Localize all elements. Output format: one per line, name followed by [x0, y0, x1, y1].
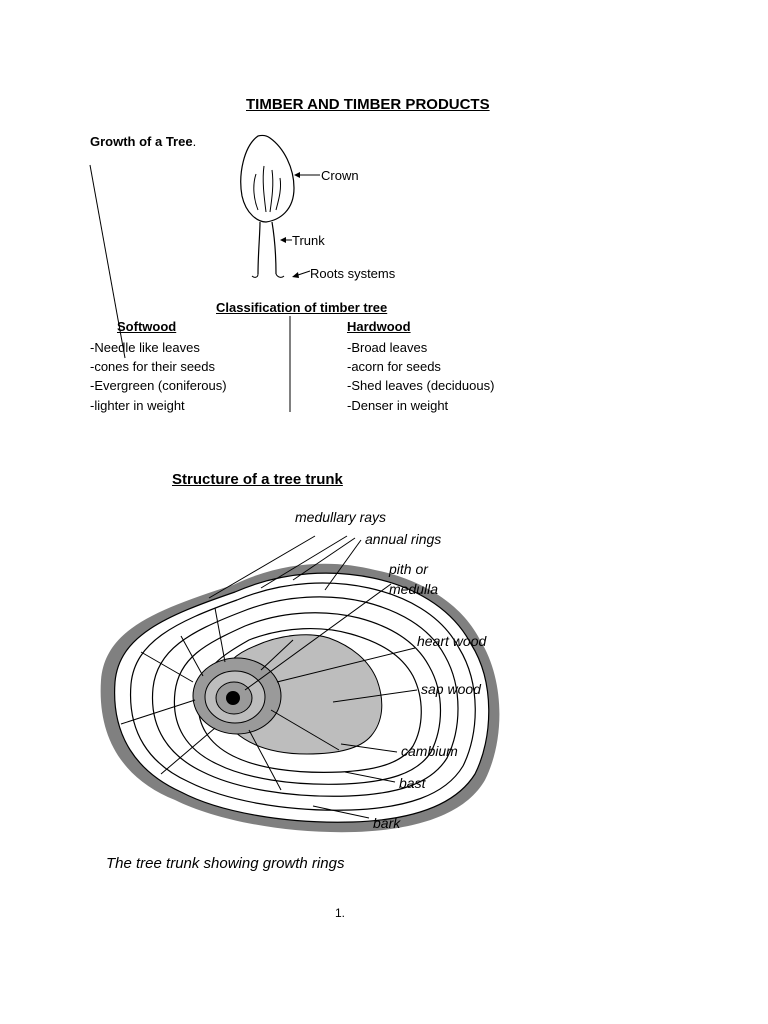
pith-label-line2: medulla	[389, 581, 438, 597]
leader-lines	[208, 535, 418, 819]
cambium-label: cambium	[401, 743, 458, 759]
hardwood-heading: Hardwood	[347, 319, 411, 334]
page-title: TIMBER AND TIMBER PRODUCTS	[246, 96, 490, 113]
bark-label: bark	[373, 815, 401, 831]
crown-label: Crown	[321, 168, 359, 183]
annual-rings-label: annual rings	[365, 531, 441, 547]
pith	[226, 691, 240, 705]
medullary-rays-label: medullary rays	[295, 509, 386, 525]
bast-label: bast	[399, 775, 427, 791]
annual-ring	[151, 596, 459, 797]
diagram-caption: The tree trunk showing growth rings	[106, 855, 345, 872]
structure-heading: Structure of a tree trunk	[172, 471, 343, 488]
hardwood-list: -Broad leaves -acorn for seeds -Shed lea…	[347, 338, 494, 415]
softwood-list: -Needle like leaves -cones for their see…	[90, 338, 227, 415]
classification-heading: Classification of timber tree	[216, 300, 388, 315]
softwood-item: -Evergreen (coniferous)	[90, 378, 227, 394]
roots-label: Roots systems	[310, 266, 396, 281]
growth-heading-text: Growth of a Tree	[90, 134, 193, 149]
hardwood-item: -acorn for seeds	[347, 359, 441, 375]
hardwood-item: -Shed leaves (deciduous)	[347, 378, 495, 394]
growth-heading-suffix: .	[192, 134, 197, 149]
softwood-item: -cones for their seeds	[90, 359, 216, 375]
growth-heading: Growth of a Tree.	[90, 134, 196, 149]
medullary-rays	[120, 607, 340, 791]
hardwood-item: -Broad leaves	[347, 340, 428, 355]
trunk-diagram: medullary rays annual rings pith or medu…	[100, 509, 500, 833]
pith-label-line1: pith or	[388, 561, 429, 577]
sap-wood-label: sap wood	[421, 681, 482, 697]
tree-sketch	[240, 134, 295, 278]
softwood-item: -Needle like leaves	[90, 340, 200, 355]
softwood-item: -lighter in weight	[90, 397, 185, 413]
softwood-heading: Softwood	[117, 319, 177, 334]
stray-line	[89, 164, 126, 359]
column-divider	[289, 316, 291, 412]
annual-ring	[173, 612, 442, 785]
page-number: 1.	[335, 906, 346, 920]
heart-wood-label: heart wood	[417, 633, 487, 649]
hardwood-item: -Denser in weight	[347, 397, 449, 413]
tree-arrows	[280, 172, 320, 278]
trunk-label: Trunk	[292, 233, 325, 248]
